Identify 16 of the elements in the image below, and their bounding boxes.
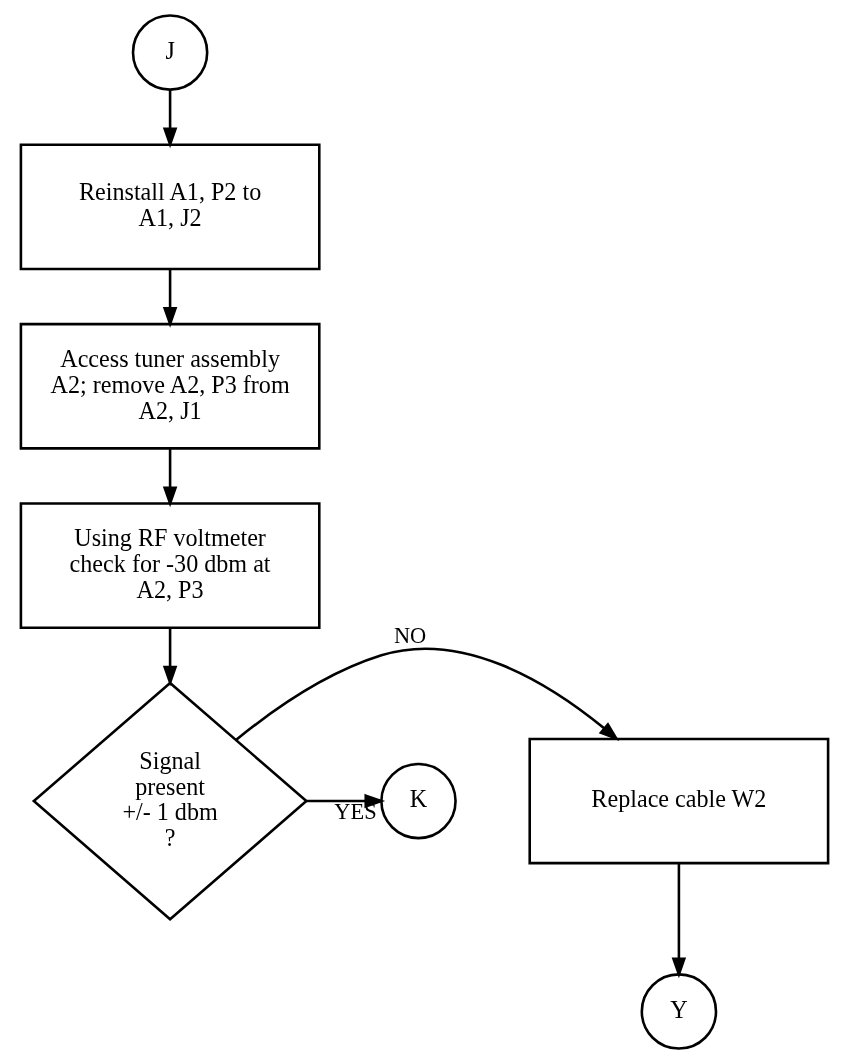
node-box: Access tuner assembly A2; remove A2, P3 from A2, J1 [19,322,321,450]
arrow [306,793,386,809]
node-circle: Y [640,973,718,1050]
arrow [162,628,178,687]
node-box: Reinstall A1, P2 to A1, J2 [19,143,321,271]
node-circle: J [131,14,209,91]
arrow [162,269,178,328]
edge-label: NO [393,622,427,648]
arrow [162,448,178,508]
node-box: Replace cable W2 [528,737,830,865]
arrow [235,647,620,742]
node-diamond: Signal present +/- 1 dbm ? [31,681,309,921]
arrow [162,90,178,149]
arrow [671,863,687,979]
node-box: Using RF voltmeter check for -30 dbm at A2, P3 [19,502,321,630]
node-circle: K [380,762,457,840]
